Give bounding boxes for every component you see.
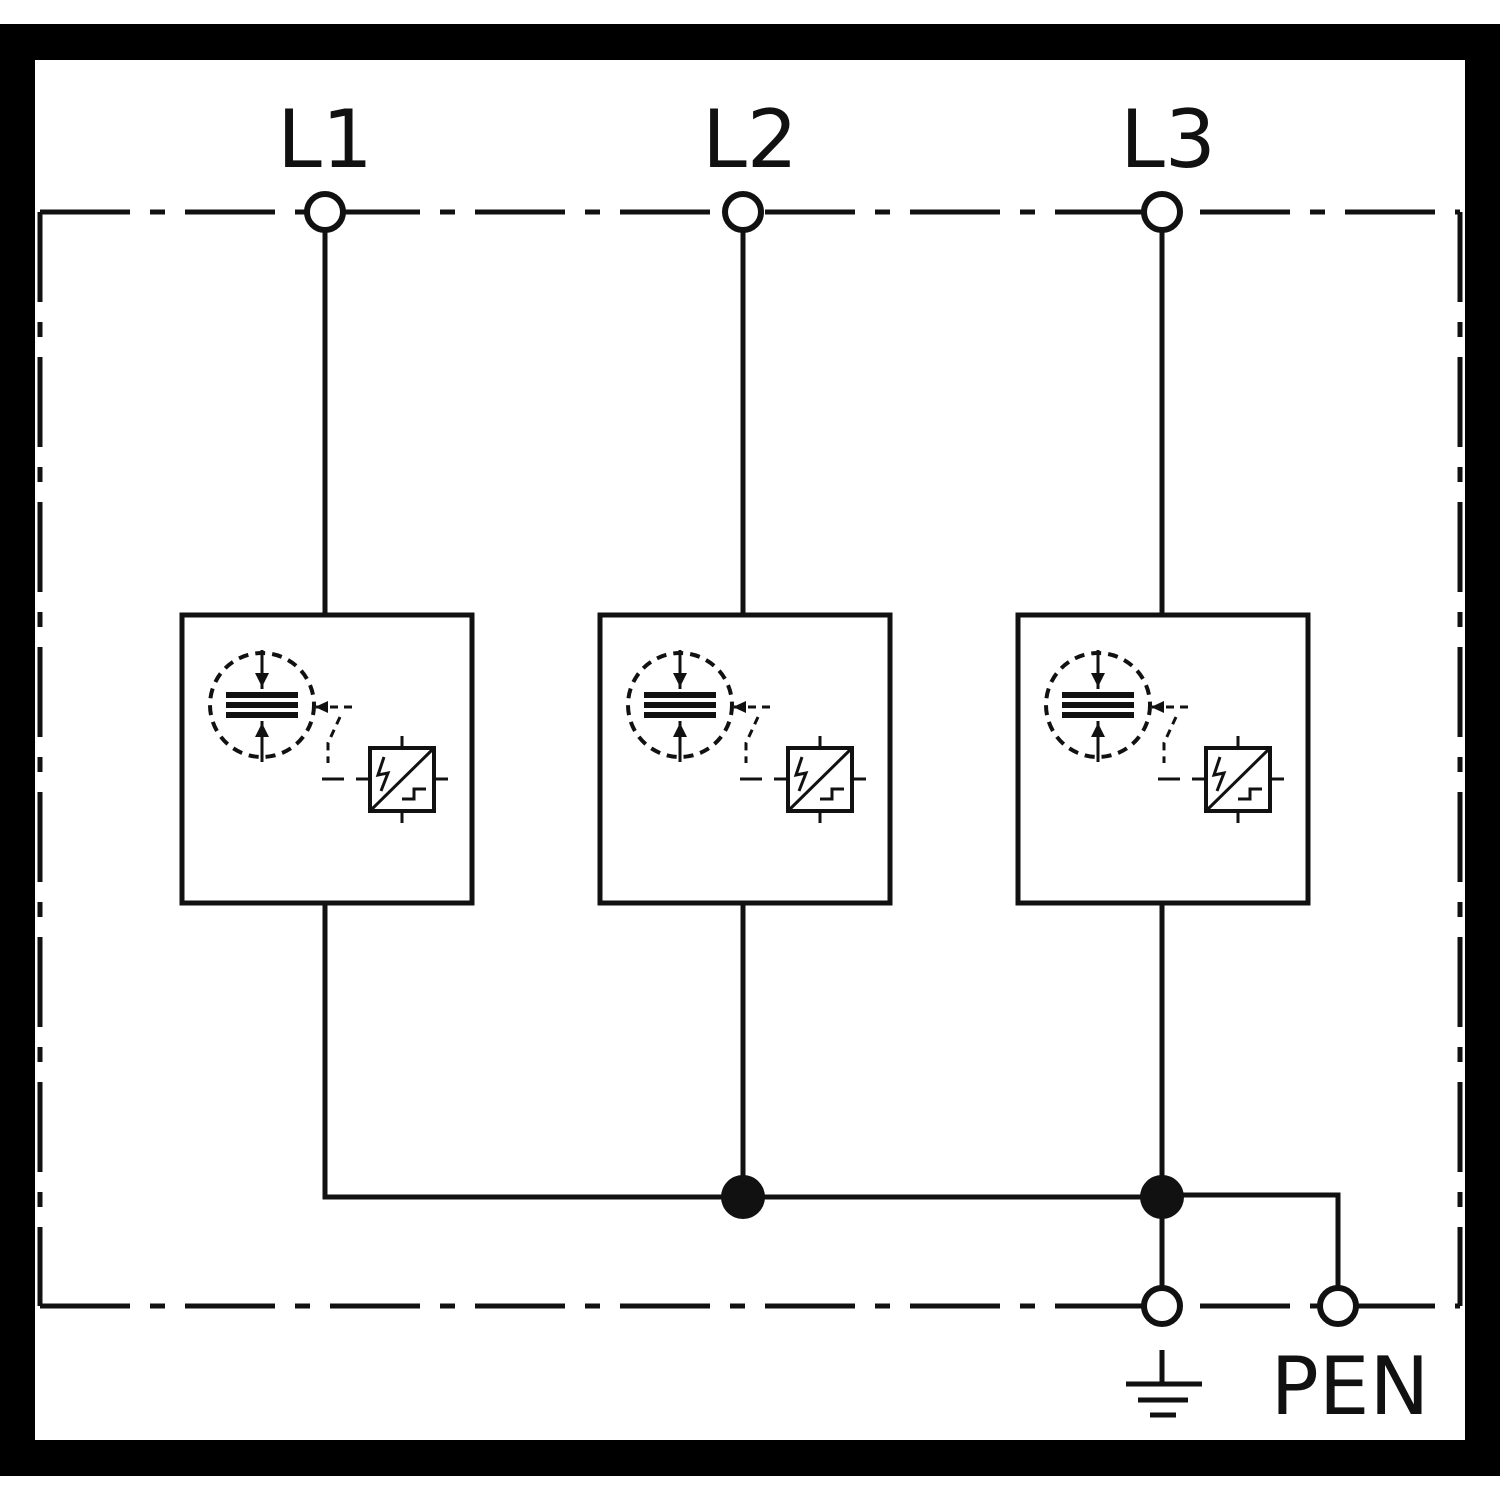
terminal-earth <box>1141 1285 1183 1327</box>
terminal-label-l3: L3 <box>1120 93 1215 186</box>
outer-frame <box>0 24 1500 1476</box>
wire-l1-bottom <box>322 903 743 1200</box>
terminal-label-l1: L1 <box>277 93 372 186</box>
junction-dot <box>721 1175 765 1219</box>
earth-ground-icon <box>1126 1350 1202 1418</box>
terminal-pen <box>1317 1285 1359 1327</box>
terminal-l3 <box>1141 191 1183 233</box>
protection-module-l2 <box>597 612 893 906</box>
terminal-l1 <box>304 191 346 233</box>
wire-pen <box>1162 1192 1341 1290</box>
terminal-label-l2: L2 <box>702 93 797 186</box>
protection-module-l1 <box>179 612 475 906</box>
device-enclosure <box>37 209 1463 1309</box>
protection-module-l3 <box>1015 612 1311 906</box>
terminal-l2 <box>722 191 764 233</box>
junction-dot <box>1140 1175 1184 1219</box>
terminal-label-pen: PEN <box>1271 1340 1430 1433</box>
